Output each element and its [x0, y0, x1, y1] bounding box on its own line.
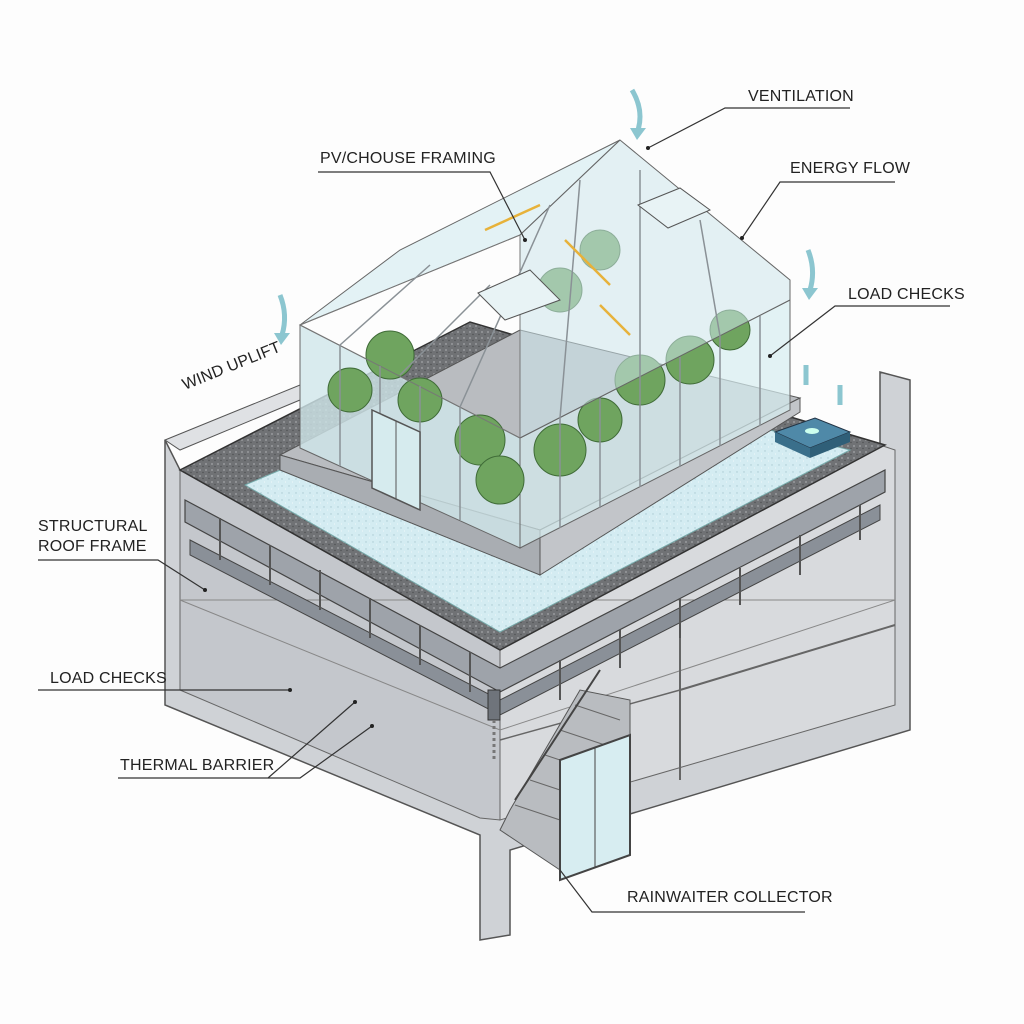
label-ventilation: VENTILATION [748, 88, 854, 105]
label-structural-roof-frame-1: STRUCTURAL [38, 518, 148, 535]
label-thermal-barrier: THERMAL BARRIER [120, 757, 275, 774]
roof-vent [477, 269, 561, 321]
stairwell [499, 669, 631, 882]
label-structural-roof-frame-2: ROOF FRAME [38, 538, 147, 555]
greenhouse [278, 139, 802, 576]
wind-arrow-icon [277, 88, 843, 405]
leader-lines [38, 107, 950, 913]
label-framing: PV/CHOUSE FRAMING [320, 150, 496, 167]
label-load-checks-left: LOAD CHECKS [50, 670, 167, 687]
structural-roof-frame [184, 469, 886, 760]
label-rainwater-collector: RAINWAITER COLLECTOR [627, 889, 833, 906]
rainwater-collector-box [773, 417, 852, 458]
label-energy-flow: ENERGY FLOW [790, 160, 911, 177]
energy-flow-arrow-icon [484, 203, 631, 336]
roof-vent [637, 187, 712, 229]
label-load-checks-top: LOAD CHECKS [848, 286, 965, 303]
